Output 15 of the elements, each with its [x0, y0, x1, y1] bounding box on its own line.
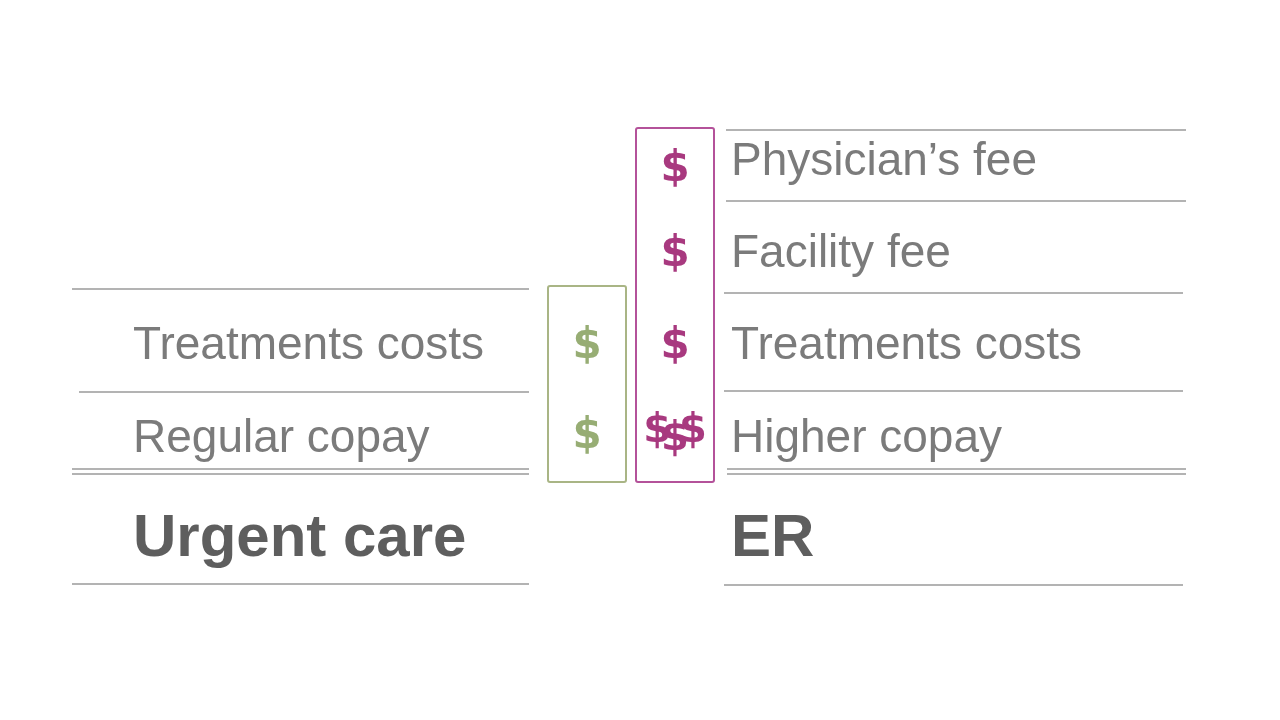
row-label: Treatments costs: [731, 316, 1083, 371]
row-label: Regular copay: [133, 409, 430, 464]
dollar-sign: $: [572, 323, 602, 365]
cost-column-box: [635, 127, 715, 483]
dollar-sign: $: [660, 231, 690, 273]
column-heading: ER: [731, 501, 815, 571]
row-label: Facility fee: [731, 224, 951, 279]
row-label: Treatments costs: [133, 316, 485, 371]
row-label: Physician’s fee: [731, 132, 1037, 187]
column-heading: Urgent care: [133, 501, 467, 571]
row-label: Higher copay: [731, 409, 1003, 464]
dollar-sign: $: [572, 413, 602, 455]
cost-column-box: [547, 285, 627, 483]
dollar-sign: $: [660, 146, 690, 188]
dollar-sign: $: [660, 323, 690, 365]
